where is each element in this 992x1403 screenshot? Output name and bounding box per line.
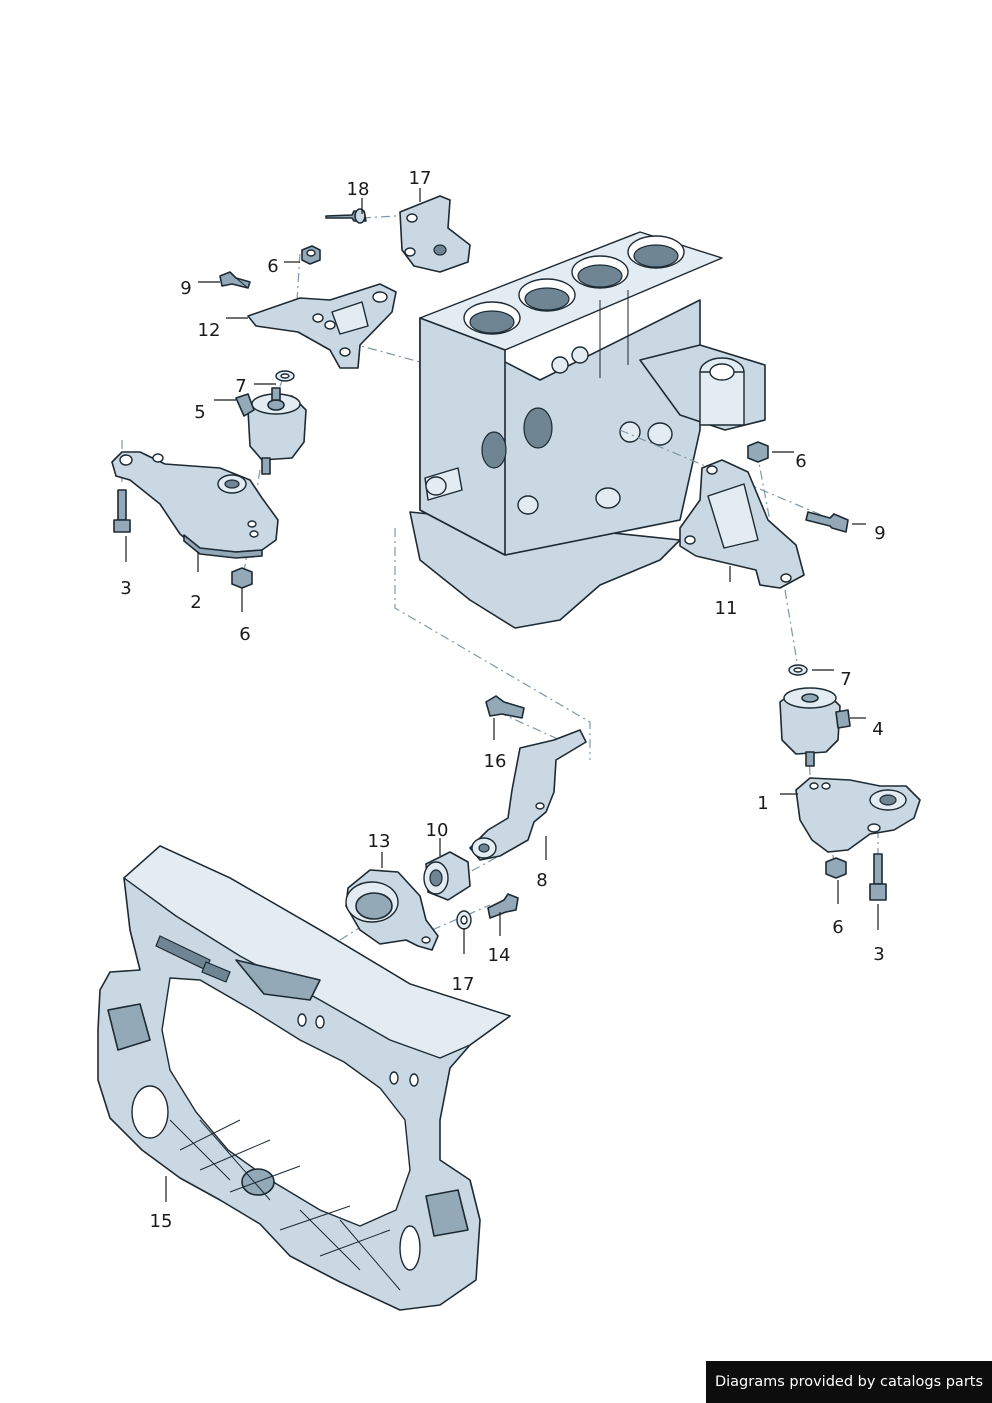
callout-3-right: 3 [873, 944, 884, 965]
washer-7-right [788, 664, 808, 676]
callout-17-lower: 17 [452, 974, 475, 995]
callout-12: 12 [198, 320, 221, 341]
callout-15: 15 [150, 1211, 173, 1232]
callout-labels: 18 17 6 9 12 7 5 3 2 6 6 9 11 7 4 1 6 3 … [120, 168, 885, 1232]
callout-9-right: 9 [874, 523, 885, 544]
bolt-14 [487, 893, 519, 919]
nut-6-top [301, 245, 321, 265]
bolt-3-left [113, 489, 131, 533]
bracket-17-top [399, 195, 471, 273]
callout-16: 16 [484, 751, 507, 772]
attribution-badge: Diagrams provided by catalogs parts [706, 1361, 992, 1403]
nut-6-upper-right [747, 441, 769, 463]
nut-6-lower-left [231, 567, 253, 589]
bracket-8 [469, 729, 587, 861]
callout-8: 8 [536, 870, 547, 891]
callout-13: 13 [368, 831, 391, 852]
callout-6-lower-left: 6 [239, 624, 250, 645]
callout-18: 18 [347, 179, 370, 200]
callout-9-left: 9 [180, 278, 191, 299]
callout-7-left: 7 [235, 376, 246, 397]
support-arm-2 [111, 451, 279, 559]
callout-2: 2 [190, 592, 201, 613]
callout-1: 1 [757, 793, 768, 814]
bushing-10 [423, 851, 471, 901]
bracket-11 [679, 459, 805, 589]
callout-7-right: 7 [840, 669, 851, 690]
callout-5: 5 [194, 402, 205, 423]
callout-6-upper-right: 6 [795, 451, 806, 472]
leader-lines [125, 188, 879, 1202]
bolt-16 [485, 695, 525, 719]
front-carrier-15 [97, 845, 511, 1311]
attribution-text: Diagrams provided by catalogs parts [714, 1374, 984, 1390]
callout-6-lower-right: 6 [832, 917, 843, 938]
washer-17-lower [456, 910, 472, 930]
bracket-12 [247, 283, 397, 369]
callout-10: 10 [426, 820, 449, 841]
nut-6-lower-right [825, 857, 847, 879]
callout-4: 4 [872, 719, 883, 740]
housing-13 [345, 869, 439, 951]
washer-7-left [275, 370, 295, 382]
callout-11: 11 [715, 598, 738, 619]
engine-block [409, 231, 766, 629]
engine-mount-5 [235, 387, 307, 475]
callout-6-top: 6 [267, 256, 278, 277]
bolt-3-right [869, 853, 887, 901]
engine-mount-4 [779, 687, 851, 767]
support-arm-1 [795, 777, 921, 853]
callout-17-top: 17 [409, 168, 432, 189]
bolt-18 [325, 208, 367, 224]
callout-14: 14 [488, 945, 511, 966]
callout-3-left: 3 [120, 578, 131, 599]
bolt-9-left [219, 271, 251, 289]
bolt-9-right [805, 511, 849, 533]
